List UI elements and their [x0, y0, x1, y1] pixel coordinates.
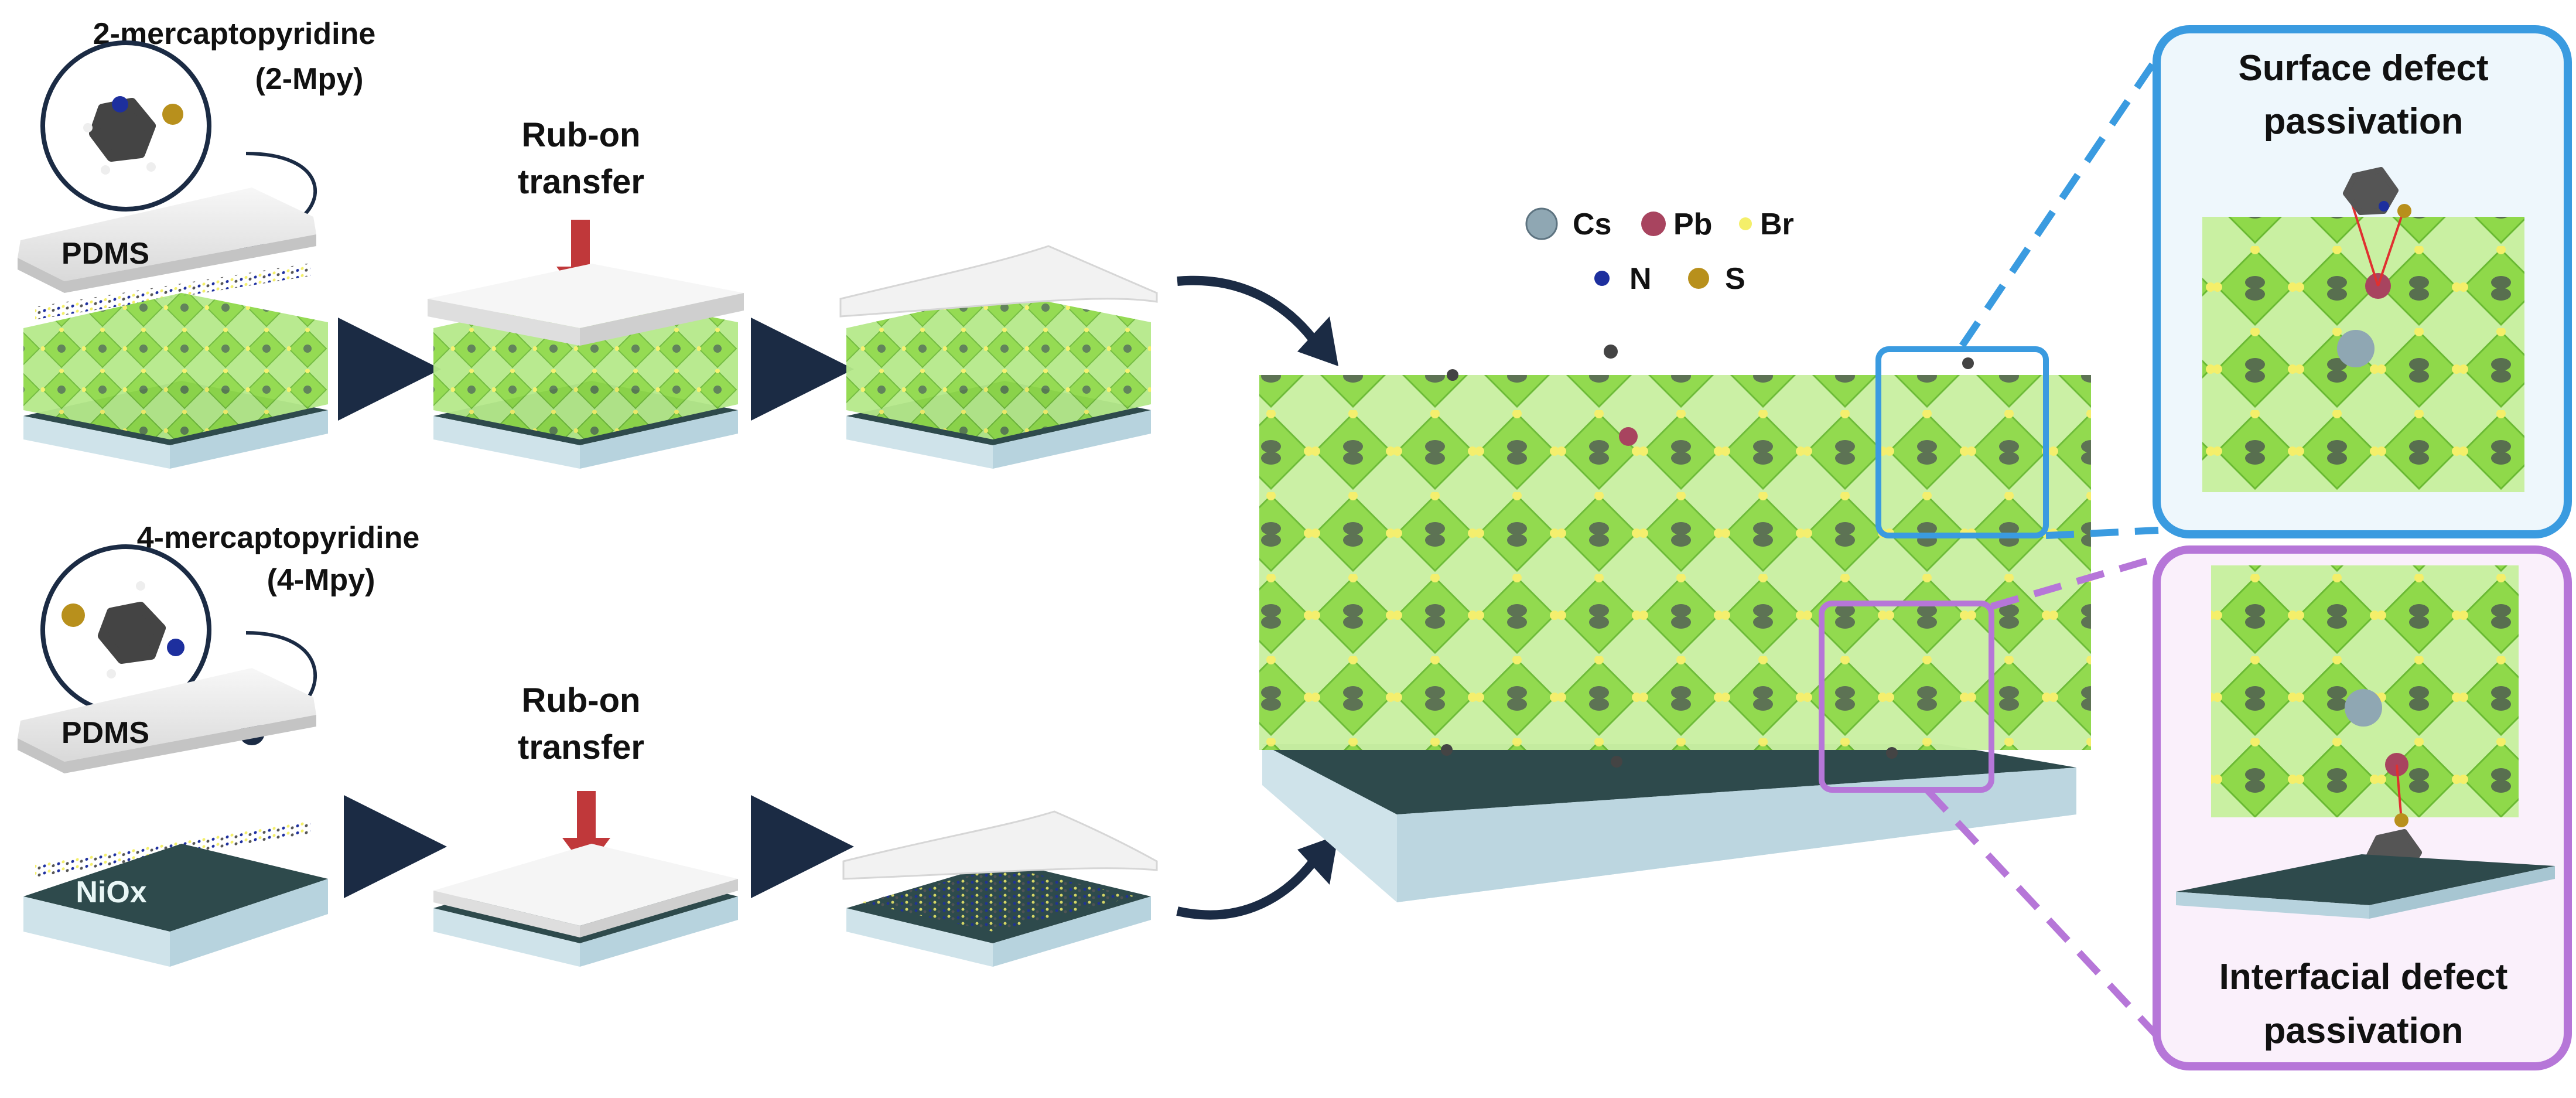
central-perovskite-device: [1259, 345, 2091, 902]
surface-connector-bottom: [2045, 527, 2159, 539]
pyridine-4-icon: [62, 581, 185, 678]
curve-arrow-top: [1177, 275, 1322, 349]
step-label-bottom-line1: Rub-on: [522, 681, 641, 720]
legend: Cs Pb Br N S: [1525, 207, 1794, 296]
stage-3-top: [839, 245, 1158, 469]
pdms-label-bottom: PDMS: [62, 716, 149, 750]
niox-label: NiOx: [76, 875, 146, 909]
surface-connector-top: [1959, 62, 2155, 348]
stage-2-bottom: [433, 844, 738, 967]
legend-n-label: N: [1629, 262, 1652, 296]
legend-n-swatch: [1594, 271, 1610, 286]
step-label-top-line1: Rub-on: [522, 116, 641, 154]
legend-pb-label: Pb: [1673, 207, 1712, 241]
interfacial-inset: Interfacial defect passivation: [2153, 545, 2572, 1070]
legend-br-label: Br: [1760, 207, 1794, 241]
interface-highlight-box: [1819, 601, 1994, 793]
molecule-abbr-top: (2-Mpy): [255, 62, 364, 96]
pdms-stamp-top: [18, 187, 316, 320]
legend-pb-swatch: [1641, 212, 1666, 236]
stage-1-top: [23, 293, 328, 469]
surface-inset-title-line2: passivation: [2263, 101, 2463, 142]
stage-3-bottom: [842, 810, 1158, 967]
interfacial-inset-title-line2: passivation: [2263, 1011, 2463, 1051]
molecule-name-bottom: 4-mercaptopyridine: [137, 521, 420, 555]
legend-s-swatch: [1688, 268, 1709, 289]
step-label-top-line2: transfer: [518, 163, 644, 201]
stage-1-bottom: [23, 844, 328, 967]
legend-cs-label: Cs: [1573, 207, 1611, 241]
pyridine-2-icon: [83, 96, 183, 175]
interface-connector-top: [1990, 553, 2162, 610]
surface-highlight-box: [1875, 346, 2049, 538]
curve-arrow-bottom: [1176, 853, 1322, 920]
surface-inset: Surface defect passivation: [2153, 25, 2572, 538]
interfacial-inset-title-line1: Interfacial defect: [2219, 957, 2508, 997]
pdms-label-top: PDMS: [62, 237, 149, 271]
surface-ligands: [1447, 345, 1974, 446]
interfacial-ligands: [1441, 744, 1898, 768]
pdms-stamp-bottom: [18, 668, 316, 878]
stage-2-top: [428, 264, 744, 469]
curve-arrow-bottom-head: [1297, 835, 1338, 885]
curve-arrow-top-head: [1297, 316, 1338, 366]
molecule-abbr-bottom: (4-Mpy): [267, 563, 375, 597]
legend-s-label: S: [1725, 262, 1745, 296]
step-label-bottom-line2: transfer: [518, 728, 644, 766]
legend-cs-swatch: [1525, 207, 1558, 240]
surface-inset-title-line1: Surface defect: [2238, 48, 2488, 88]
interface-connector-bottom: [1924, 787, 2158, 1037]
legend-br-swatch: [1739, 217, 1752, 230]
